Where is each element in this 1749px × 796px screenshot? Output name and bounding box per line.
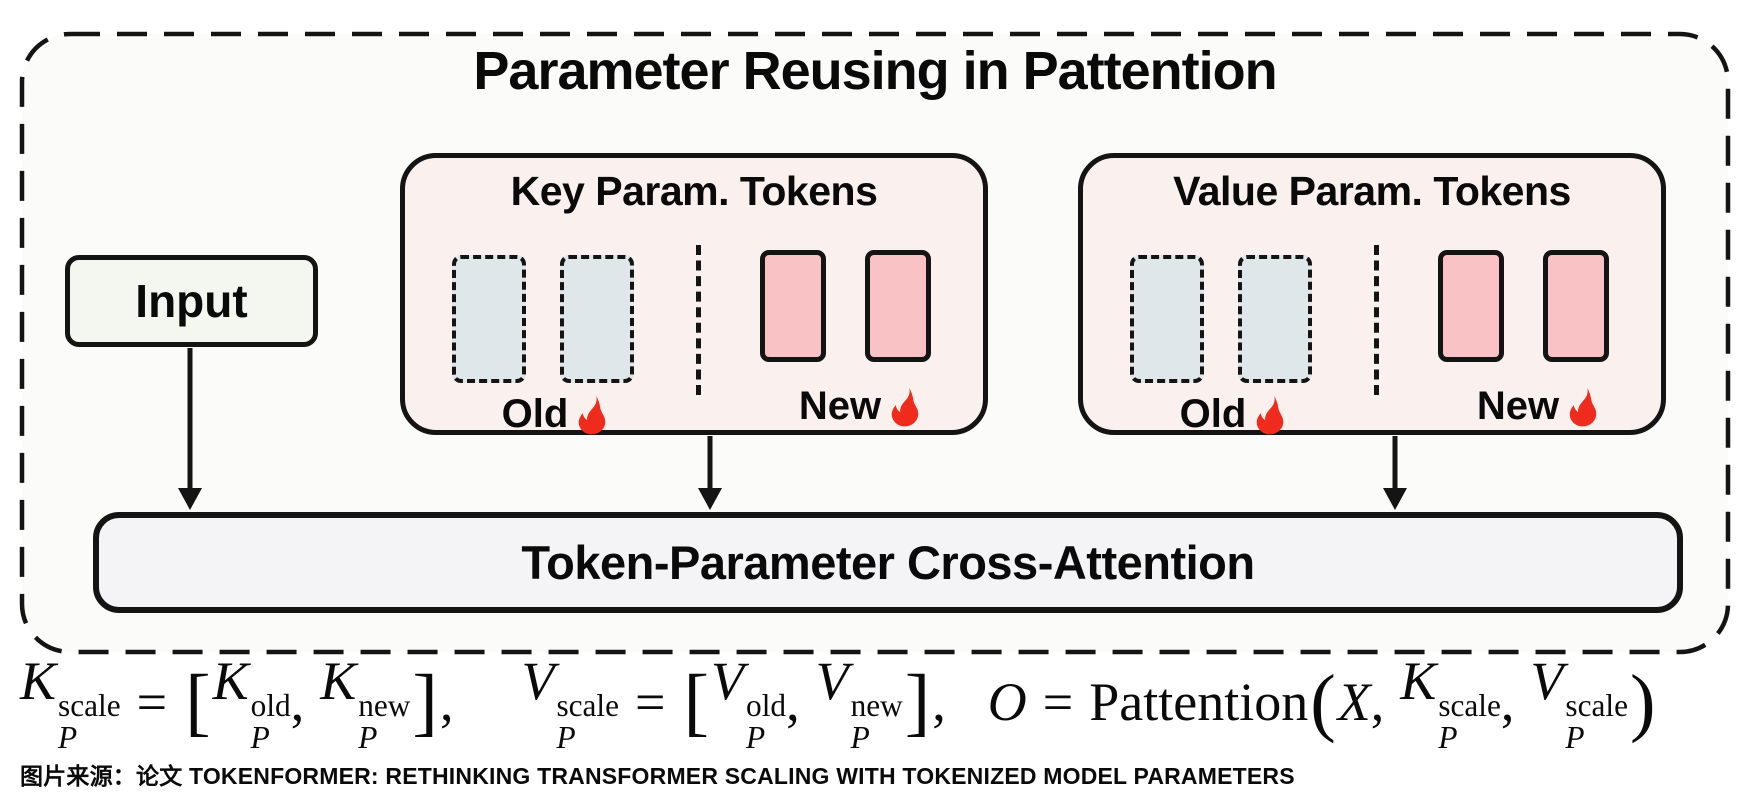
old-label-text: Old	[501, 392, 569, 436]
key-tokens-arrow	[698, 436, 722, 510]
new-value-token	[1543, 250, 1609, 362]
formula-pun: ,	[932, 672, 946, 732]
input-arrow	[178, 348, 202, 510]
old-new-divider	[696, 245, 701, 395]
new-group-label: New	[740, 384, 980, 429]
old-group-label: Old	[420, 392, 690, 437]
flame-icon	[891, 387, 919, 426]
new-label-text: New	[798, 384, 882, 428]
value-box-title: Value Param. Tokens	[1173, 168, 1571, 214]
source-caption: 图片来源：论文 TOKENFORMER: RETHINKING TRANSFOR…	[20, 763, 1295, 789]
formula-var: O	[987, 672, 1027, 732]
value-tokens-arrow	[1383, 436, 1407, 510]
new-value-token	[1438, 250, 1504, 362]
new-key-token	[865, 250, 931, 362]
old-label-text: Old	[1179, 392, 1247, 436]
formula-pun: ,	[1500, 672, 1515, 732]
key-param-tokens-box: Key Param. Tokens Old New	[400, 153, 988, 437]
formula-rel: =	[136, 672, 168, 732]
formula-rel: =	[1042, 672, 1074, 732]
input-box: Input	[65, 255, 318, 347]
formula-roman: Pattention	[1089, 672, 1309, 732]
cross-attention-bar: Token-Parameter Cross-Attention	[93, 512, 1683, 613]
new-key-token	[760, 250, 826, 362]
formula-pun: ,	[1370, 672, 1385, 732]
old-group-label: Old	[1098, 392, 1368, 437]
old-value-token	[1238, 255, 1312, 383]
flame-icon	[1257, 395, 1284, 434]
formula-var: X	[1337, 672, 1371, 732]
value-param-tokens-box: Value Param. Tokens Old New	[1078, 153, 1666, 437]
formula-pun: ,	[290, 672, 305, 732]
flame-icon	[1569, 387, 1597, 426]
formula-rel: =	[635, 672, 666, 732]
key-box-title: Key Param. Tokens	[510, 168, 878, 214]
cross-attention-label: Token-Parameter Cross-Attention	[521, 536, 1255, 589]
diagram-title: Parameter Reusing in Pattention	[473, 41, 1277, 101]
formula-pun: ,	[439, 672, 454, 732]
new-label-text: New	[1476, 384, 1560, 428]
input-label: Input	[135, 275, 248, 327]
old-value-token	[1130, 255, 1204, 383]
formula-pun: ,	[786, 672, 800, 732]
old-key-token	[560, 255, 634, 383]
new-group-label: New	[1418, 384, 1658, 429]
flame-icon	[579, 395, 606, 434]
old-new-divider	[1374, 245, 1379, 395]
old-key-token	[452, 255, 526, 383]
